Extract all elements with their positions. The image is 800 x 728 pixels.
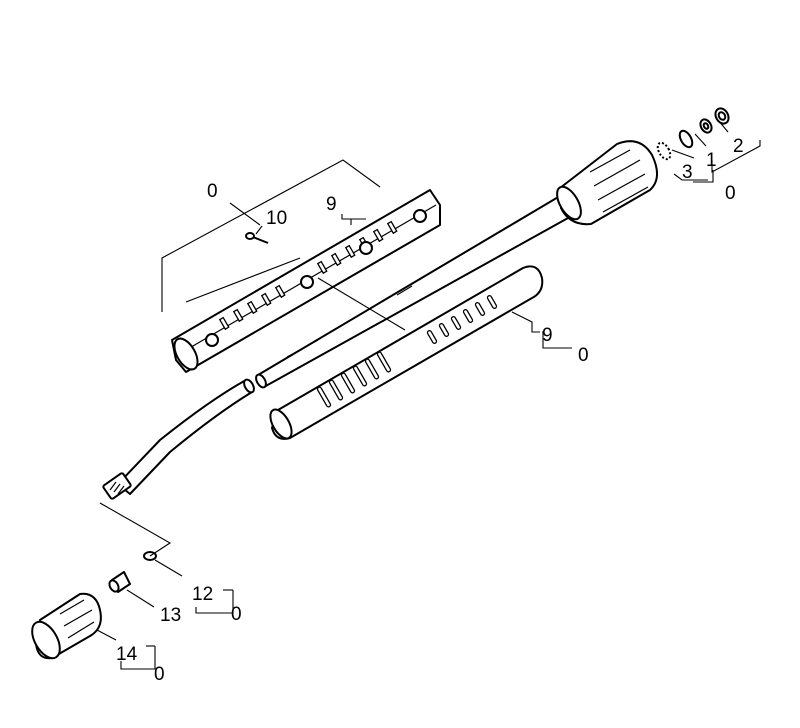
half-shell-grip [269,265,544,440]
callout-14: 14 [116,644,138,665]
leader-lines [96,119,761,670]
handle-grip [556,140,658,226]
nozzle-cap-14 [31,592,102,660]
callout-3: 3 [682,162,693,183]
callout-2: 2 [733,136,744,157]
half-shell-casing [171,189,441,373]
screw-10 [245,232,269,244]
seal-ring-3 [656,141,672,161]
threaded-fitting [102,472,132,500]
callout-9-mid: 9 [542,325,553,346]
callout-1: 1 [706,150,717,171]
washer-2a [699,118,713,134]
o-ring-1 [678,129,694,149]
washer-2b [714,107,730,125]
callout-9-top: 9 [326,194,337,215]
callout-10: 10 [266,208,287,229]
callout-0-mid: 0 [578,345,589,366]
curved-lance [117,378,255,495]
callout-0-right: 0 [725,183,736,204]
grip-slots [316,295,498,408]
callout-12: 12 [192,584,213,605]
nozzle-insert-13 [108,571,131,593]
callout-13: 13 [160,605,181,626]
callout-0-top: 0 [207,181,218,202]
callout-labels: 0 10 9 2 1 3 0 9 0 12 13 0 14 0 [116,136,744,685]
callout-0-bottom: 0 [154,664,165,685]
callout-0-low: 0 [231,604,242,625]
